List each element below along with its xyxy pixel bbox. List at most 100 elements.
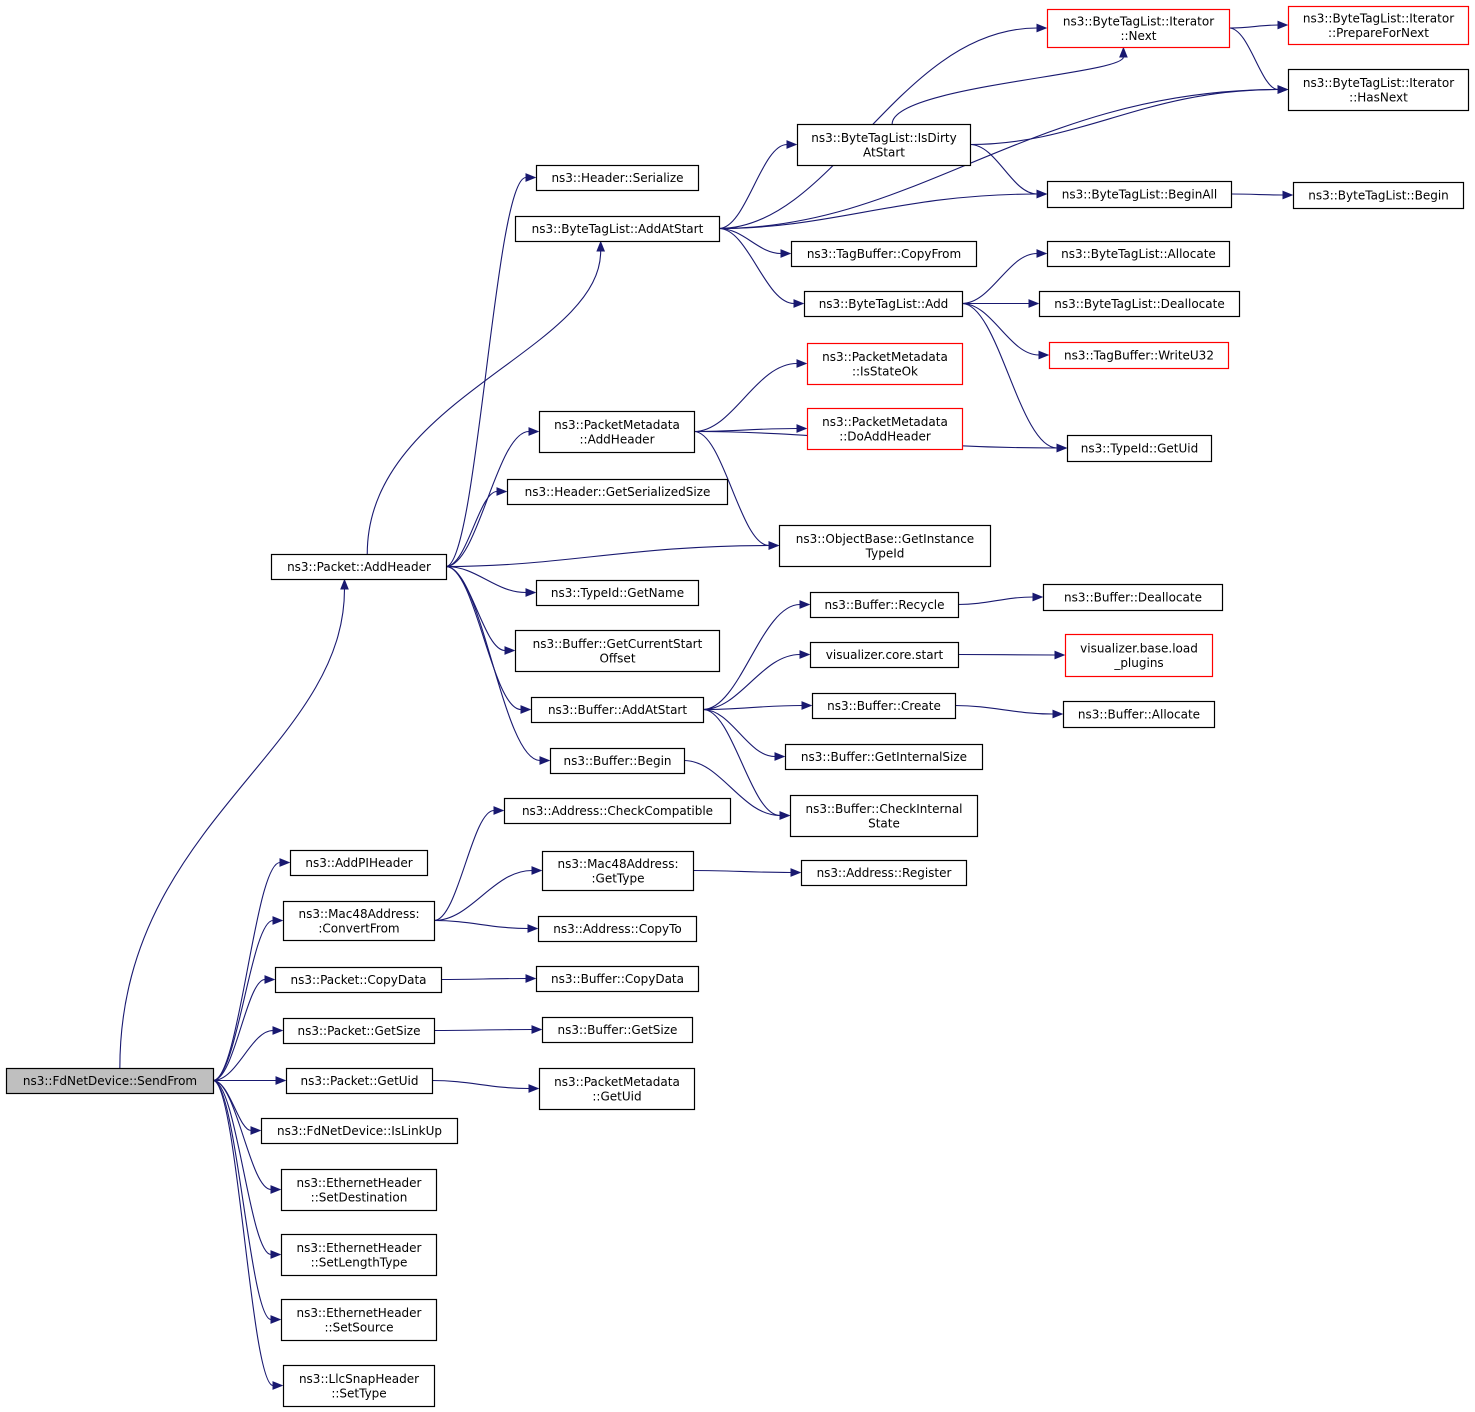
node-eth-setdest[interactable]: ns3::EthernetHeader::SetDestination <box>280 1168 438 1212</box>
node-box <box>270 553 448 581</box>
node-box <box>535 164 700 192</box>
node-typeid-getuid[interactable]: ns3::TypeId::GetUid <box>1066 434 1213 463</box>
edge-arrowhead <box>520 705 532 714</box>
edge-arrowhead <box>272 916 284 925</box>
node-pm-addheader[interactable]: ns3::PacketMetadata::AddHeader <box>538 410 696 454</box>
edge-arrowhead <box>1036 249 1048 258</box>
node-addr-checkcompat[interactable]: ns3::Address::CheckCompatible <box>503 797 732 825</box>
node-mac48-convertfrom[interactable]: ns3::Mac48Address::ConvertFrom <box>282 900 436 942</box>
node-mac48-gettype[interactable]: ns3::Mac48Address::GetType <box>541 850 695 892</box>
edge-arrowhead <box>531 866 543 875</box>
node-btli-preparefornext[interactable]: ns3::ByteTagList::Iterator::PrepareForNe… <box>1287 5 1470 46</box>
node-eth-setsrc[interactable]: ns3::EthernetHeader::SetSource <box>280 1298 438 1342</box>
node-label: ns3::ByteTagList::Iterator <box>1303 11 1454 25</box>
edge-arrowhead <box>504 646 516 655</box>
edge-arrowhead <box>799 600 811 609</box>
node-addr-register[interactable]: ns3::Address::Register <box>800 859 968 887</box>
node-vis-load-plugins[interactable]: visualizer.base.load_plugins <box>1064 633 1214 678</box>
node-label: ns3::ByteTagList::Iterator <box>1303 76 1454 90</box>
node-buf-copydata[interactable]: ns3::Buffer::CopyData <box>535 965 700 993</box>
node-btl-add[interactable]: ns3::ByteTagList::Add <box>803 290 964 318</box>
node-pkt-getsize[interactable]: ns3::Packet::GetSize <box>282 1017 436 1045</box>
edge-arrowhead <box>527 924 539 933</box>
node-pm-doaddheader[interactable]: ns3::PacketMetadata::DoAddHeader <box>806 407 964 451</box>
node-box <box>1046 240 1231 268</box>
node-box <box>541 850 695 892</box>
node-llc-settype[interactable]: ns3::LlcSnapHeader::SetType <box>282 1364 436 1408</box>
node-btli-next[interactable]: ns3::ByteTagList::Iterator::Next <box>1046 8 1231 49</box>
edge-arrowhead <box>1054 650 1066 660</box>
node-label: ns3::ByteTagList::Iterator <box>1063 14 1214 28</box>
edge-arrowhead <box>270 1250 282 1259</box>
edge-arrowhead <box>275 1076 287 1085</box>
node-pkt-getuid[interactable]: ns3::Packet::GetUid <box>285 1067 434 1095</box>
node-box <box>806 342 964 386</box>
node-label: ::PrepareForNext <box>1328 26 1429 40</box>
node-label: AtStart <box>863 145 905 159</box>
node-label: ns3::TypeId::GetUid <box>1081 442 1199 456</box>
node-label: ::DoAddHeader <box>839 429 931 443</box>
node-hdr-serialize[interactable]: ns3::Header::Serialize <box>535 164 700 192</box>
node-btl-allocate[interactable]: ns3::ByteTagList::Allocate <box>1046 240 1231 268</box>
edge-arrowhead <box>493 806 505 815</box>
node-sendfrom[interactable]: ns3::FdNetDevice::SendFrom <box>5 1067 215 1095</box>
node-addr-copyto[interactable]: ns3::Address::CopyTo <box>537 915 698 943</box>
edge-arrowhead <box>525 173 537 182</box>
node-buf-getsize[interactable]: ns3::Buffer::GetSize <box>541 1016 694 1044</box>
node-btli-hasnext[interactable]: ns3::ByteTagList::Iterator::HasNext <box>1287 68 1470 112</box>
node-buf-dealloc[interactable]: ns3::Buffer::Deallocate <box>1042 583 1224 612</box>
node-label: ::AddHeader <box>579 432 654 446</box>
node-eth-setlen[interactable]: ns3::EthernetHeader::SetLengthType <box>280 1233 438 1277</box>
node-box <box>260 1117 459 1145</box>
node-label: ns3::Mac48Address: <box>558 857 679 871</box>
node-buf-allocate[interactable]: ns3::Buffer::Allocate <box>1062 700 1216 729</box>
call-edge <box>212 1079 272 1191</box>
node-box <box>1287 5 1470 46</box>
call-edge <box>433 869 533 922</box>
node-buf-create[interactable]: ns3::Buffer::Create <box>811 692 957 720</box>
node-btl-beginall[interactable]: ns3::ByteTagList::BeginAll <box>1046 180 1233 209</box>
node-box <box>285 1067 434 1095</box>
node-buf-getintsize[interactable]: ns3::Buffer::GetInternalSize <box>784 743 984 771</box>
node-buf-recycle[interactable]: ns3::Buffer::Recycle <box>809 591 960 619</box>
node-btl-begin[interactable]: ns3::ByteTagList::Begin <box>1292 181 1465 210</box>
node-label: ns3::ByteTagList::Add <box>819 297 949 311</box>
node-label: ns3::Address::CheckCompatible <box>522 804 713 818</box>
node-btl-addatstart[interactable]: ns3::ByteTagList::AddAtStart <box>514 215 721 243</box>
node-pm-isstateok[interactable]: ns3::PacketMetadata::IsStateOk <box>806 342 964 386</box>
node-buf-begin[interactable]: ns3::Buffer::Begin <box>549 747 686 775</box>
node-buf-addatstart[interactable]: ns3::Buffer::AddAtStart <box>530 696 705 724</box>
node-btl-deallocate[interactable]: ns3::ByteTagList::Deallocate <box>1038 290 1241 318</box>
node-pkt-copydata[interactable]: ns3::Packet::CopyData <box>274 966 443 994</box>
edge-arrowhead <box>525 974 537 983</box>
call-edge <box>957 653 1056 656</box>
edge-arrowhead <box>1032 592 1044 602</box>
node-tagbuf-writeu32[interactable]: ns3::TagBuffer::WriteU32 <box>1048 341 1230 370</box>
call-edge <box>212 1029 274 1082</box>
node-box <box>1064 633 1214 678</box>
node-box <box>806 407 964 451</box>
node-hdr-getsersize[interactable]: ns3::Header::GetSerializedSize <box>506 478 729 506</box>
edge-arrowhead <box>528 427 540 436</box>
edge-arrowhead <box>774 752 786 761</box>
node-pm-getuid[interactable]: ns3::PacketMetadata::GetUid <box>538 1067 696 1111</box>
node-box <box>790 240 978 268</box>
node-label: ns3::TypeId::GetName <box>551 586 684 600</box>
node-box <box>1046 8 1231 49</box>
node-label: ns3::LlcSnapHeader <box>299 1372 419 1386</box>
node-fd-islinkup[interactable]: ns3::FdNetDevice::IsLinkUp <box>260 1117 459 1145</box>
node-pkt-addheader[interactable]: ns3::Packet::AddHeader <box>270 553 448 581</box>
node-vis-core-start[interactable]: visualizer.core.start <box>809 641 960 669</box>
node-label: Offset <box>599 651 635 665</box>
node-typeid-getname[interactable]: ns3::TypeId::GetName <box>535 579 700 607</box>
node-tagbuf-copyfrom[interactable]: ns3::TagBuffer::CopyFrom <box>790 240 978 268</box>
node-label: ns3::EthernetHeader <box>297 1241 422 1255</box>
edge-arrowhead <box>272 1381 284 1390</box>
node-addpiheader[interactable]: ns3::AddPIHeader <box>289 849 429 877</box>
node-label: ns3::Address::Register <box>817 866 952 880</box>
edge-arrowhead <box>1282 190 1294 200</box>
